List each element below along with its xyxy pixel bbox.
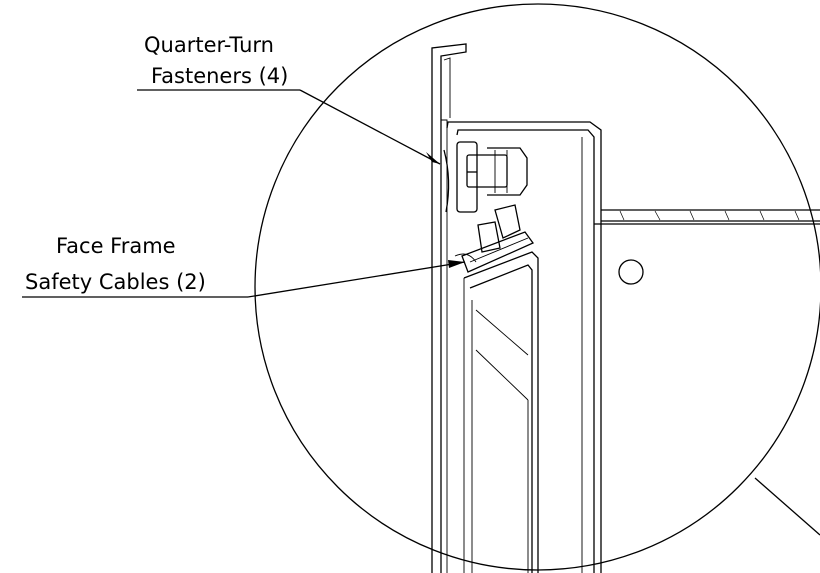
door-frame xyxy=(446,121,602,573)
detail-leader-line xyxy=(754,477,820,536)
safety-cable-bracket xyxy=(454,204,534,273)
cabinet-wall xyxy=(431,43,467,573)
mounting-hole xyxy=(618,259,644,285)
door-panel xyxy=(463,251,539,573)
cables-leader xyxy=(22,260,466,298)
cables-callout-line1: Face Frame xyxy=(56,234,176,258)
cables-callout-line2: Safety Cables (2) xyxy=(25,270,206,294)
shelf-panel xyxy=(594,209,820,225)
quarter-turn-fastener xyxy=(443,141,528,213)
fasteners-leader xyxy=(137,89,441,165)
fasteners-callout-line1: Quarter-Turn xyxy=(144,33,274,57)
fasteners-callout-line2: Fasteners (4) xyxy=(151,64,289,88)
